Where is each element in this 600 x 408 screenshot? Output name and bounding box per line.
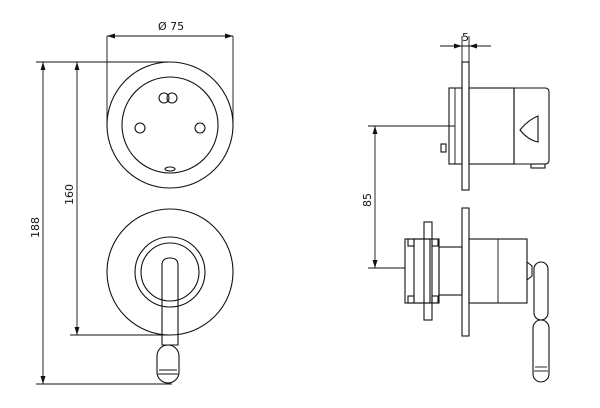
height-160-dimension: 160 [63, 62, 170, 336]
thickness-dimension: 5 [440, 31, 491, 62]
upper-side-assembly [440, 61, 550, 191]
side-view: 5 85 [361, 31, 550, 383]
lower-side-plate [461, 207, 470, 337]
height-188-dimension: 188 [29, 61, 172, 385]
right-screw-hole [194, 122, 206, 134]
lower-side-assembly [404, 207, 550, 383]
upper-side-plate [461, 61, 470, 191]
offset-85-label: 85 [361, 193, 374, 207]
diameter-dimension: Ø 75 [106, 20, 234, 128]
front-view: Ø 75 188 160 [29, 20, 234, 385]
lever-handle [156, 257, 180, 384]
diverter-symbol [158, 92, 178, 104]
height-188-label: 188 [29, 217, 42, 238]
mixer-cartridge-frame [404, 238, 440, 304]
thickness-label: 5 [462, 31, 469, 44]
diameter-label: Ø 75 [158, 20, 184, 33]
height-160-label: 160 [63, 184, 76, 205]
upper-side-knob [513, 87, 550, 165]
bottom-pin [164, 166, 176, 172]
upper-side-body [468, 87, 515, 165]
left-screw-hole [134, 122, 146, 134]
offset-85-dimension: 85 [361, 125, 455, 269]
lower-round-plate [106, 208, 234, 384]
side-lever [532, 261, 550, 383]
upper-round-plate [106, 61, 234, 189]
